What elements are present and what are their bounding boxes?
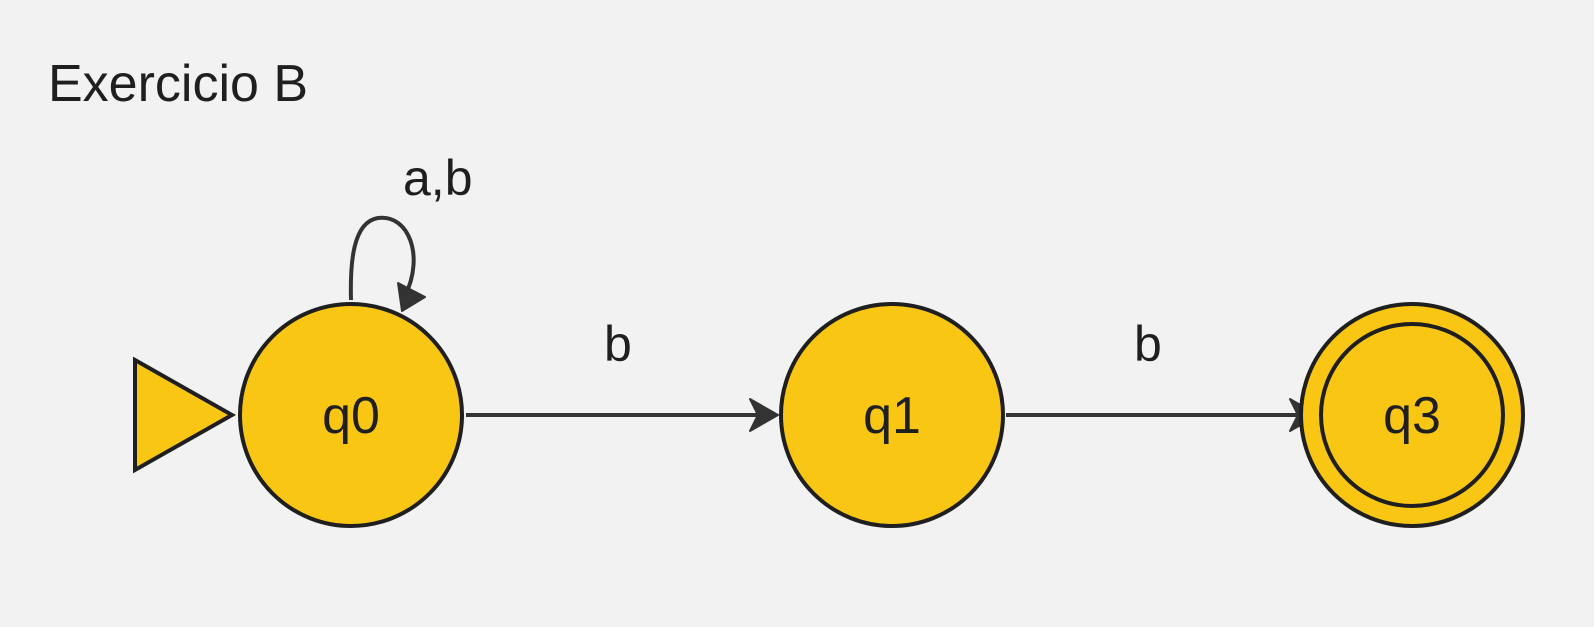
diagram-title: Exercicio B xyxy=(48,55,308,113)
state-q1 xyxy=(779,302,1005,528)
transition-q1-q3-label: b xyxy=(1134,316,1162,372)
state-q0 xyxy=(238,302,464,528)
state-q3-label: q3 xyxy=(1383,387,1441,445)
state-q1-label: q1 xyxy=(863,387,921,445)
transition-q0-q1-arrowhead xyxy=(749,398,779,432)
state-q0-label: q0 xyxy=(322,387,380,445)
transition-q0-q0-label: a,b xyxy=(403,150,473,206)
transition-q0-q0-line xyxy=(348,215,416,301)
initial-state-marker xyxy=(133,356,237,474)
transition-q0-q0-arrowhead xyxy=(397,282,426,312)
transition-q0-q1-label: b xyxy=(604,316,632,372)
state-q3-inner xyxy=(1319,322,1505,508)
